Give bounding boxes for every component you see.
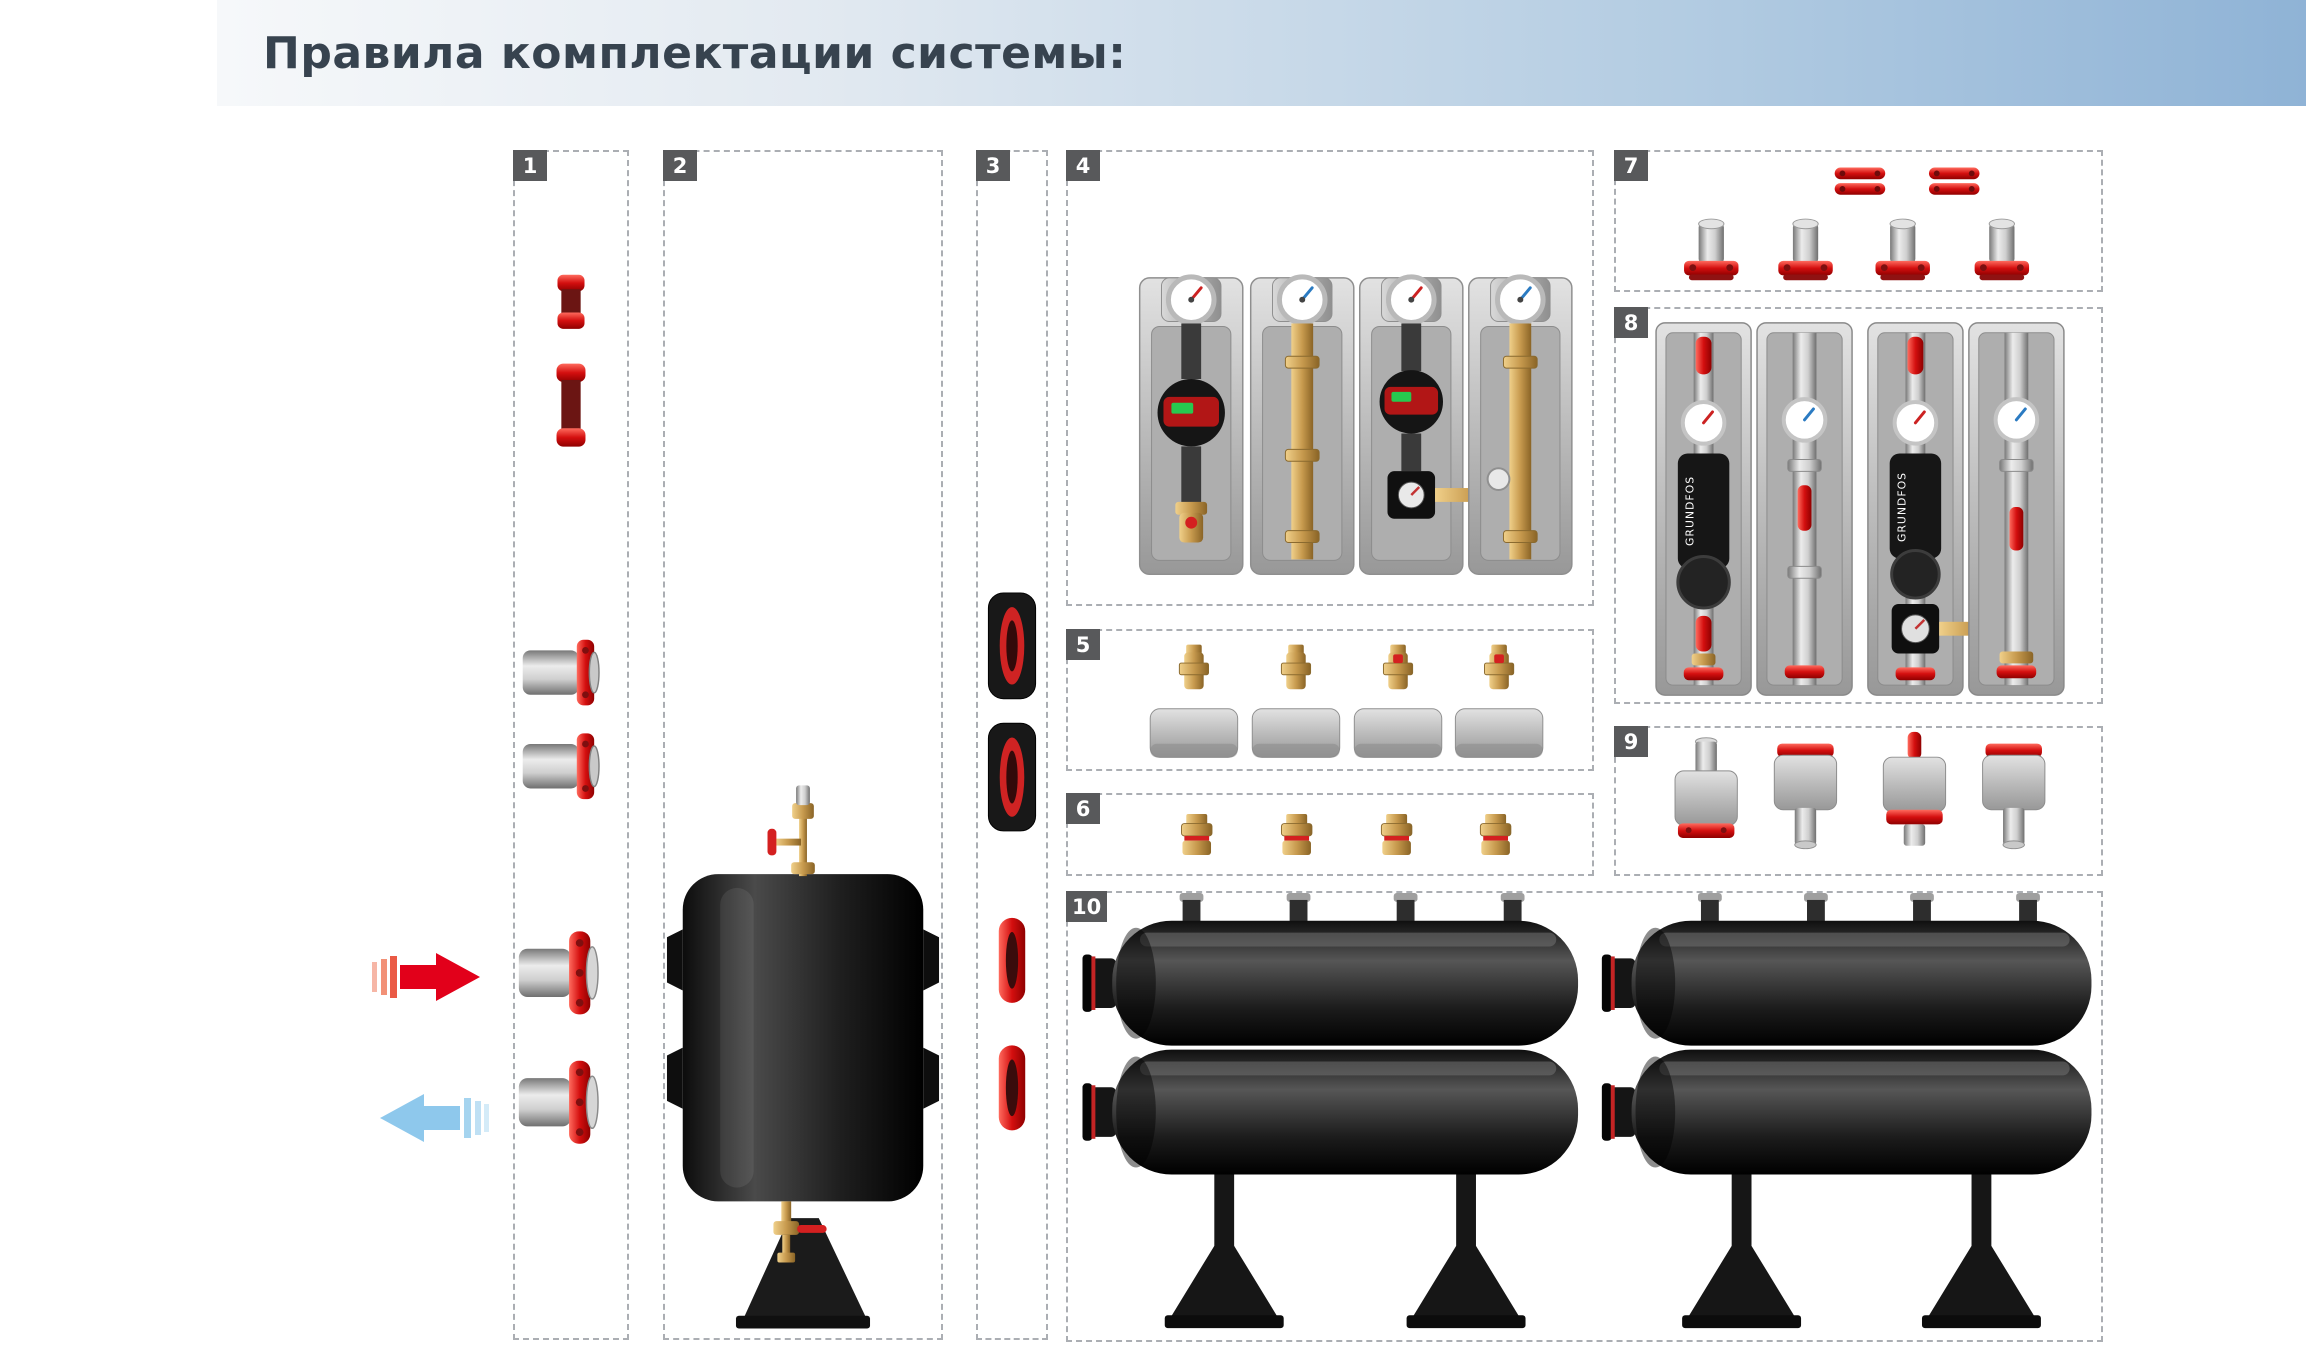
red-clamp-icon	[1834, 167, 1886, 195]
group-1-box: 1	[513, 150, 629, 1340]
group-1-badge: 1	[513, 150, 547, 181]
pump-brand-label: GRUNDFOS	[1896, 472, 1909, 542]
gasket-large-icon	[987, 592, 1037, 700]
return-line-module-icon	[1249, 274, 1355, 576]
distribution-manifold-icon	[1082, 893, 1579, 1329]
group-9-box: 9	[1614, 726, 2103, 876]
group-2-graphic	[666, 785, 940, 1329]
supply-flow-arrow-icon	[372, 953, 480, 1001]
brass-valve-icon	[1251, 644, 1341, 758]
pump-module-icon	[1138, 274, 1244, 576]
group-3-badge: 3	[976, 150, 1010, 181]
group-8-box: 8 GRUNDFOS	[1614, 307, 2103, 704]
group-2-badge: 2	[663, 150, 697, 181]
group-6-badge: 6	[1066, 793, 1100, 824]
flanged-stub-icon	[1974, 218, 2030, 281]
flanged-adapter-icon	[1773, 743, 1838, 850]
red-clamp-icon	[1928, 167, 1980, 195]
group-7-box: 7	[1614, 150, 2103, 292]
pump-mixer-module-large-icon: GRUNDFOS	[1867, 322, 2005, 696]
pipe-stub-flange-icon	[522, 733, 600, 800]
gasket-small-icon	[998, 917, 1026, 1003]
group-5-box: 5	[1066, 629, 1594, 771]
union-fitting-icon	[1479, 814, 1512, 855]
page-title: Правила комплектации системы:	[263, 27, 1127, 79]
group-4-badge: 4	[1066, 150, 1100, 181]
distribution-manifold-icon	[1601, 893, 2092, 1329]
group-10-badge: 10	[1066, 891, 1108, 922]
group-3-box: 3	[976, 150, 1048, 1340]
return-flow-arrow-icon	[380, 1094, 489, 1142]
air-vent-valve-icon	[767, 785, 815, 877]
hydraulic-separator-vessel-icon	[666, 874, 940, 1202]
group-4-graphic	[1138, 274, 1573, 576]
group-5-badge: 5	[1066, 629, 1100, 660]
drain-valve-icon	[773, 1201, 827, 1263]
union-fitting-icon	[1181, 814, 1213, 855]
group-10-box: 10	[1066, 891, 2103, 1342]
gasket-large-icon	[987, 722, 1037, 832]
group-9-badge: 9	[1614, 726, 1648, 757]
union-nipple-small-icon	[557, 274, 585, 329]
separator-foot-icon	[735, 1218, 871, 1329]
flanged-adapter-valve-icon	[1882, 731, 1947, 846]
flanged-stub-icon	[1684, 218, 1739, 281]
group-6-graphic	[1181, 814, 1512, 855]
group-7-badge: 7	[1614, 150, 1648, 181]
group-3-graphic	[987, 592, 1037, 1131]
group-6-box: 6	[1066, 793, 1594, 876]
group-10-graphic	[1082, 893, 2092, 1329]
group-4-box: 4	[1066, 150, 1594, 606]
group-8-graphic: GRUNDFOS	[1655, 322, 2065, 696]
supply-line-module-icon	[1468, 274, 1573, 576]
group-8-badge: 8	[1614, 307, 1648, 338]
flanged-stub-icon	[1875, 218, 1930, 281]
group-2-box: 2	[663, 150, 943, 1340]
flanged-adapter-icon	[1982, 743, 2046, 850]
brass-valve-icon	[1149, 644, 1239, 758]
group-7-graphic	[1684, 167, 2030, 281]
group-9-graphic	[1674, 731, 2046, 850]
flanged-adapter-icon	[1674, 737, 1738, 838]
group-5-graphic	[1149, 644, 1544, 758]
weld-flange-icon	[518, 931, 599, 1015]
pipe-stub-flange-icon	[522, 639, 600, 706]
page-header: Правила комплектации системы:	[217, 0, 2306, 106]
union-fitting-icon	[1280, 814, 1313, 855]
weld-flange-icon	[518, 1060, 599, 1144]
gasket-small-icon	[998, 1045, 1026, 1131]
union-fitting-icon	[1380, 814, 1413, 855]
brass-valve-red-icon	[1353, 644, 1443, 758]
supply-line-module-large-icon	[1968, 322, 2065, 696]
pump-mixer-module-icon	[1358, 274, 1511, 576]
brass-valve-red-icon	[1454, 644, 1544, 758]
flanged-stub-icon	[1778, 218, 1833, 281]
return-line-module-large-icon	[1756, 322, 1853, 696]
pump-brand-label: GRUNDFOS	[1684, 476, 1697, 546]
union-nipple-large-icon	[556, 363, 586, 447]
pump-module-large-icon: GRUNDFOS	[1655, 322, 1752, 696]
group-1-graphic	[518, 274, 600, 1144]
